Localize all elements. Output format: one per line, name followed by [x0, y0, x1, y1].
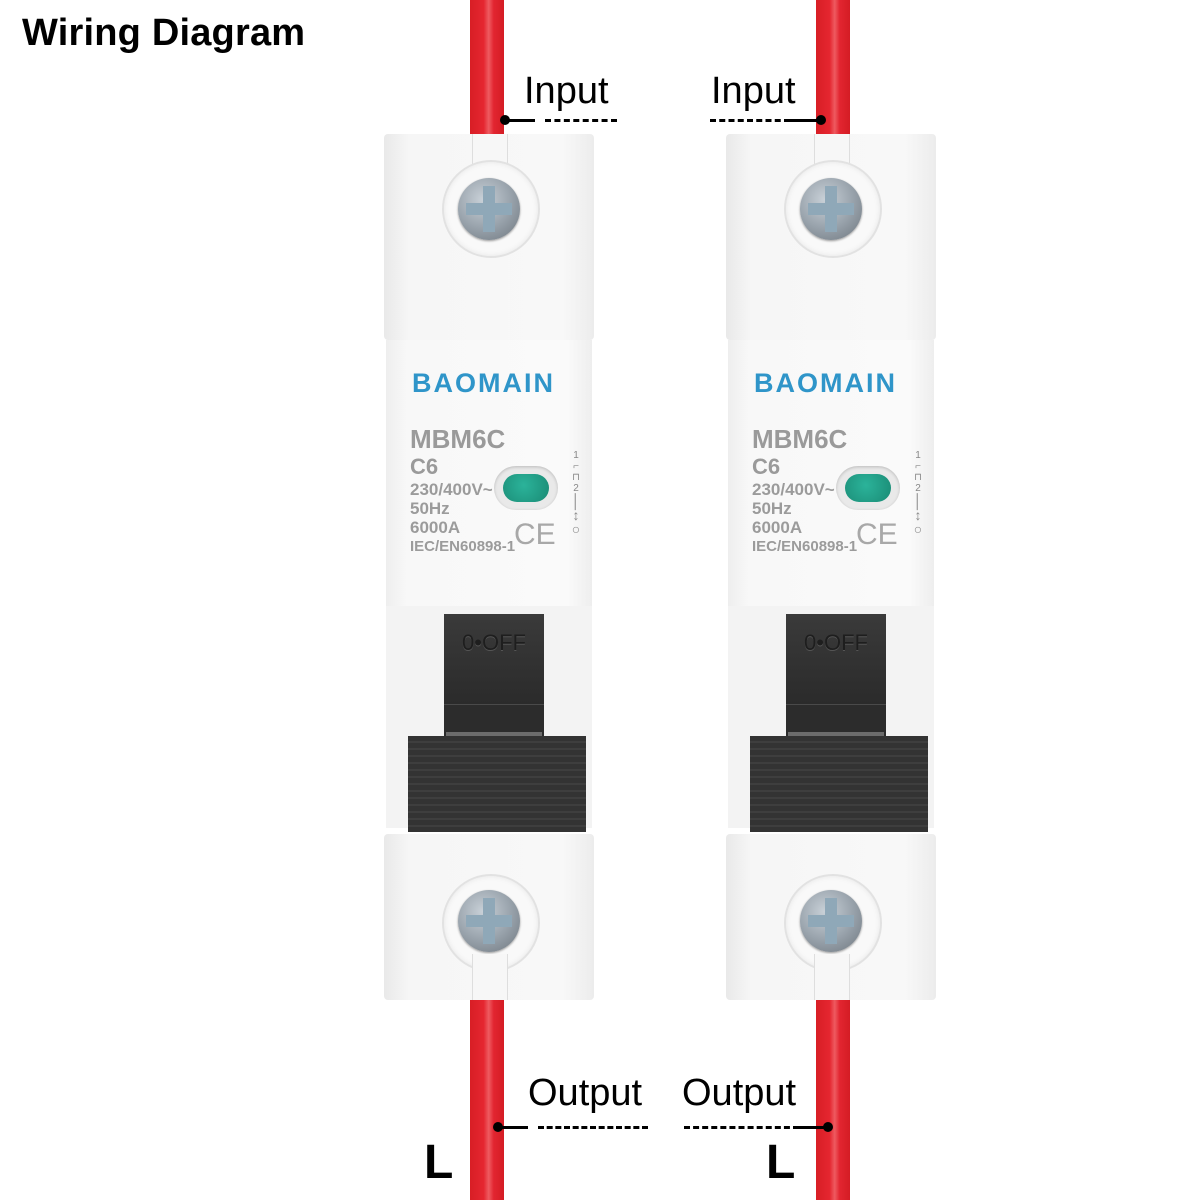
output-label-left: Output	[528, 1072, 643, 1114]
leader-line	[799, 1126, 827, 1129]
connection-dot	[823, 1122, 833, 1132]
top-terminal	[384, 134, 594, 340]
handle-off-text: 0•OFF	[462, 630, 526, 655]
current-rating: C6	[410, 454, 439, 479]
handle-bay: 0•OFF	[728, 606, 934, 832]
toggle-handle[interactable]	[408, 736, 586, 832]
front-label-panel: BAOMAIN MBM6C C6 230/400V~ 50Hz 6000A IE…	[386, 340, 592, 606]
brand-logo: BAOMAIN	[754, 368, 897, 398]
leader-line	[505, 119, 535, 122]
terminal-screw-icon[interactable]	[458, 178, 520, 240]
output-wire-right	[816, 1000, 850, 1200]
switch-glyph: ⌐	[915, 461, 921, 472]
status-indicator-icon	[845, 474, 891, 502]
bottom-terminal	[726, 834, 936, 1000]
connection-dot	[816, 115, 826, 125]
line-label-right: L	[766, 1136, 796, 1189]
front-label-panel: BAOMAIN MBM6C C6 230/400V~ 50Hz 6000A IE…	[728, 340, 934, 606]
voltage-rating: 230/400V~	[410, 480, 493, 499]
leader-dash	[538, 1126, 648, 1129]
leader-dash	[684, 1126, 799, 1129]
indicator-window	[494, 466, 558, 510]
model-number: MBM6C	[410, 424, 506, 454]
handle-upper[interactable]: 0•OFF	[786, 614, 886, 704]
arrow-updown-icon: │↕○	[571, 493, 581, 537]
circuit-breaker-left: BAOMAIN MBM6C C6 230/400V~ 50Hz 6000A IE…	[384, 134, 596, 1014]
coil-glyph: ⊓	[572, 472, 580, 483]
wire-slot	[814, 954, 850, 1000]
terminal-screw-icon[interactable]	[458, 890, 520, 952]
input-label-left: Input	[524, 70, 609, 112]
arrow-updown-icon: │↕○	[913, 493, 923, 537]
circuit-breaker-right: BAOMAIN MBM6C C6 230/400V~ 50Hz 6000A IE…	[726, 134, 938, 1014]
top-terminal	[726, 134, 936, 340]
wire-slot	[472, 954, 508, 1000]
ce-mark: CE	[514, 518, 556, 551]
diagram-title: Wiring Diagram	[22, 12, 306, 54]
model-number: MBM6C	[752, 424, 848, 454]
breaker-symbol-icon: 1 ⌐ ⊓ 2 │↕○	[566, 450, 586, 536]
terminal-screw-icon[interactable]	[800, 890, 862, 952]
standard: IEC/EN60898-1	[410, 538, 516, 555]
input-label-right: Input	[711, 70, 796, 112]
indicator-window	[836, 466, 900, 510]
status-indicator-icon	[503, 474, 549, 502]
voltage-rating: 230/400V~	[752, 480, 835, 499]
symbol-terminal-2: 2	[915, 483, 921, 494]
frequency: 50Hz	[410, 499, 450, 518]
brand-logo: BAOMAIN	[412, 368, 555, 398]
current-rating: C6	[752, 454, 781, 479]
leader-line	[790, 119, 820, 122]
bottom-terminal	[384, 834, 594, 1000]
leader-line	[498, 1126, 528, 1129]
leader-dash	[545, 119, 617, 122]
line-label-left: L	[424, 1136, 454, 1189]
symbol-terminal-2: 2	[573, 483, 579, 494]
breaker-symbol-icon: 1 ⌐ ⊓ 2 │↕○	[908, 450, 928, 536]
terminal-screw-icon[interactable]	[800, 178, 862, 240]
switch-glyph: ⌐	[573, 461, 579, 472]
leader-dash	[710, 119, 790, 122]
symbol-terminal-1: 1	[573, 450, 579, 461]
output-wire-left	[470, 1000, 504, 1200]
standard: IEC/EN60898-1	[752, 538, 858, 555]
coil-glyph: ⊓	[914, 472, 922, 483]
output-label-right: Output	[682, 1072, 797, 1114]
frequency: 50Hz	[752, 499, 792, 518]
handle-bay: 0•OFF	[386, 606, 592, 832]
toggle-handle[interactable]	[750, 736, 928, 832]
breaking-capacity: 6000A	[410, 518, 461, 537]
ce-mark: CE	[856, 518, 898, 551]
handle-off-text: 0•OFF	[804, 630, 868, 655]
breaking-capacity: 6000A	[752, 518, 803, 537]
handle-upper[interactable]: 0•OFF	[444, 614, 544, 704]
input-wire-left	[470, 0, 504, 140]
symbol-terminal-1: 1	[915, 450, 921, 461]
